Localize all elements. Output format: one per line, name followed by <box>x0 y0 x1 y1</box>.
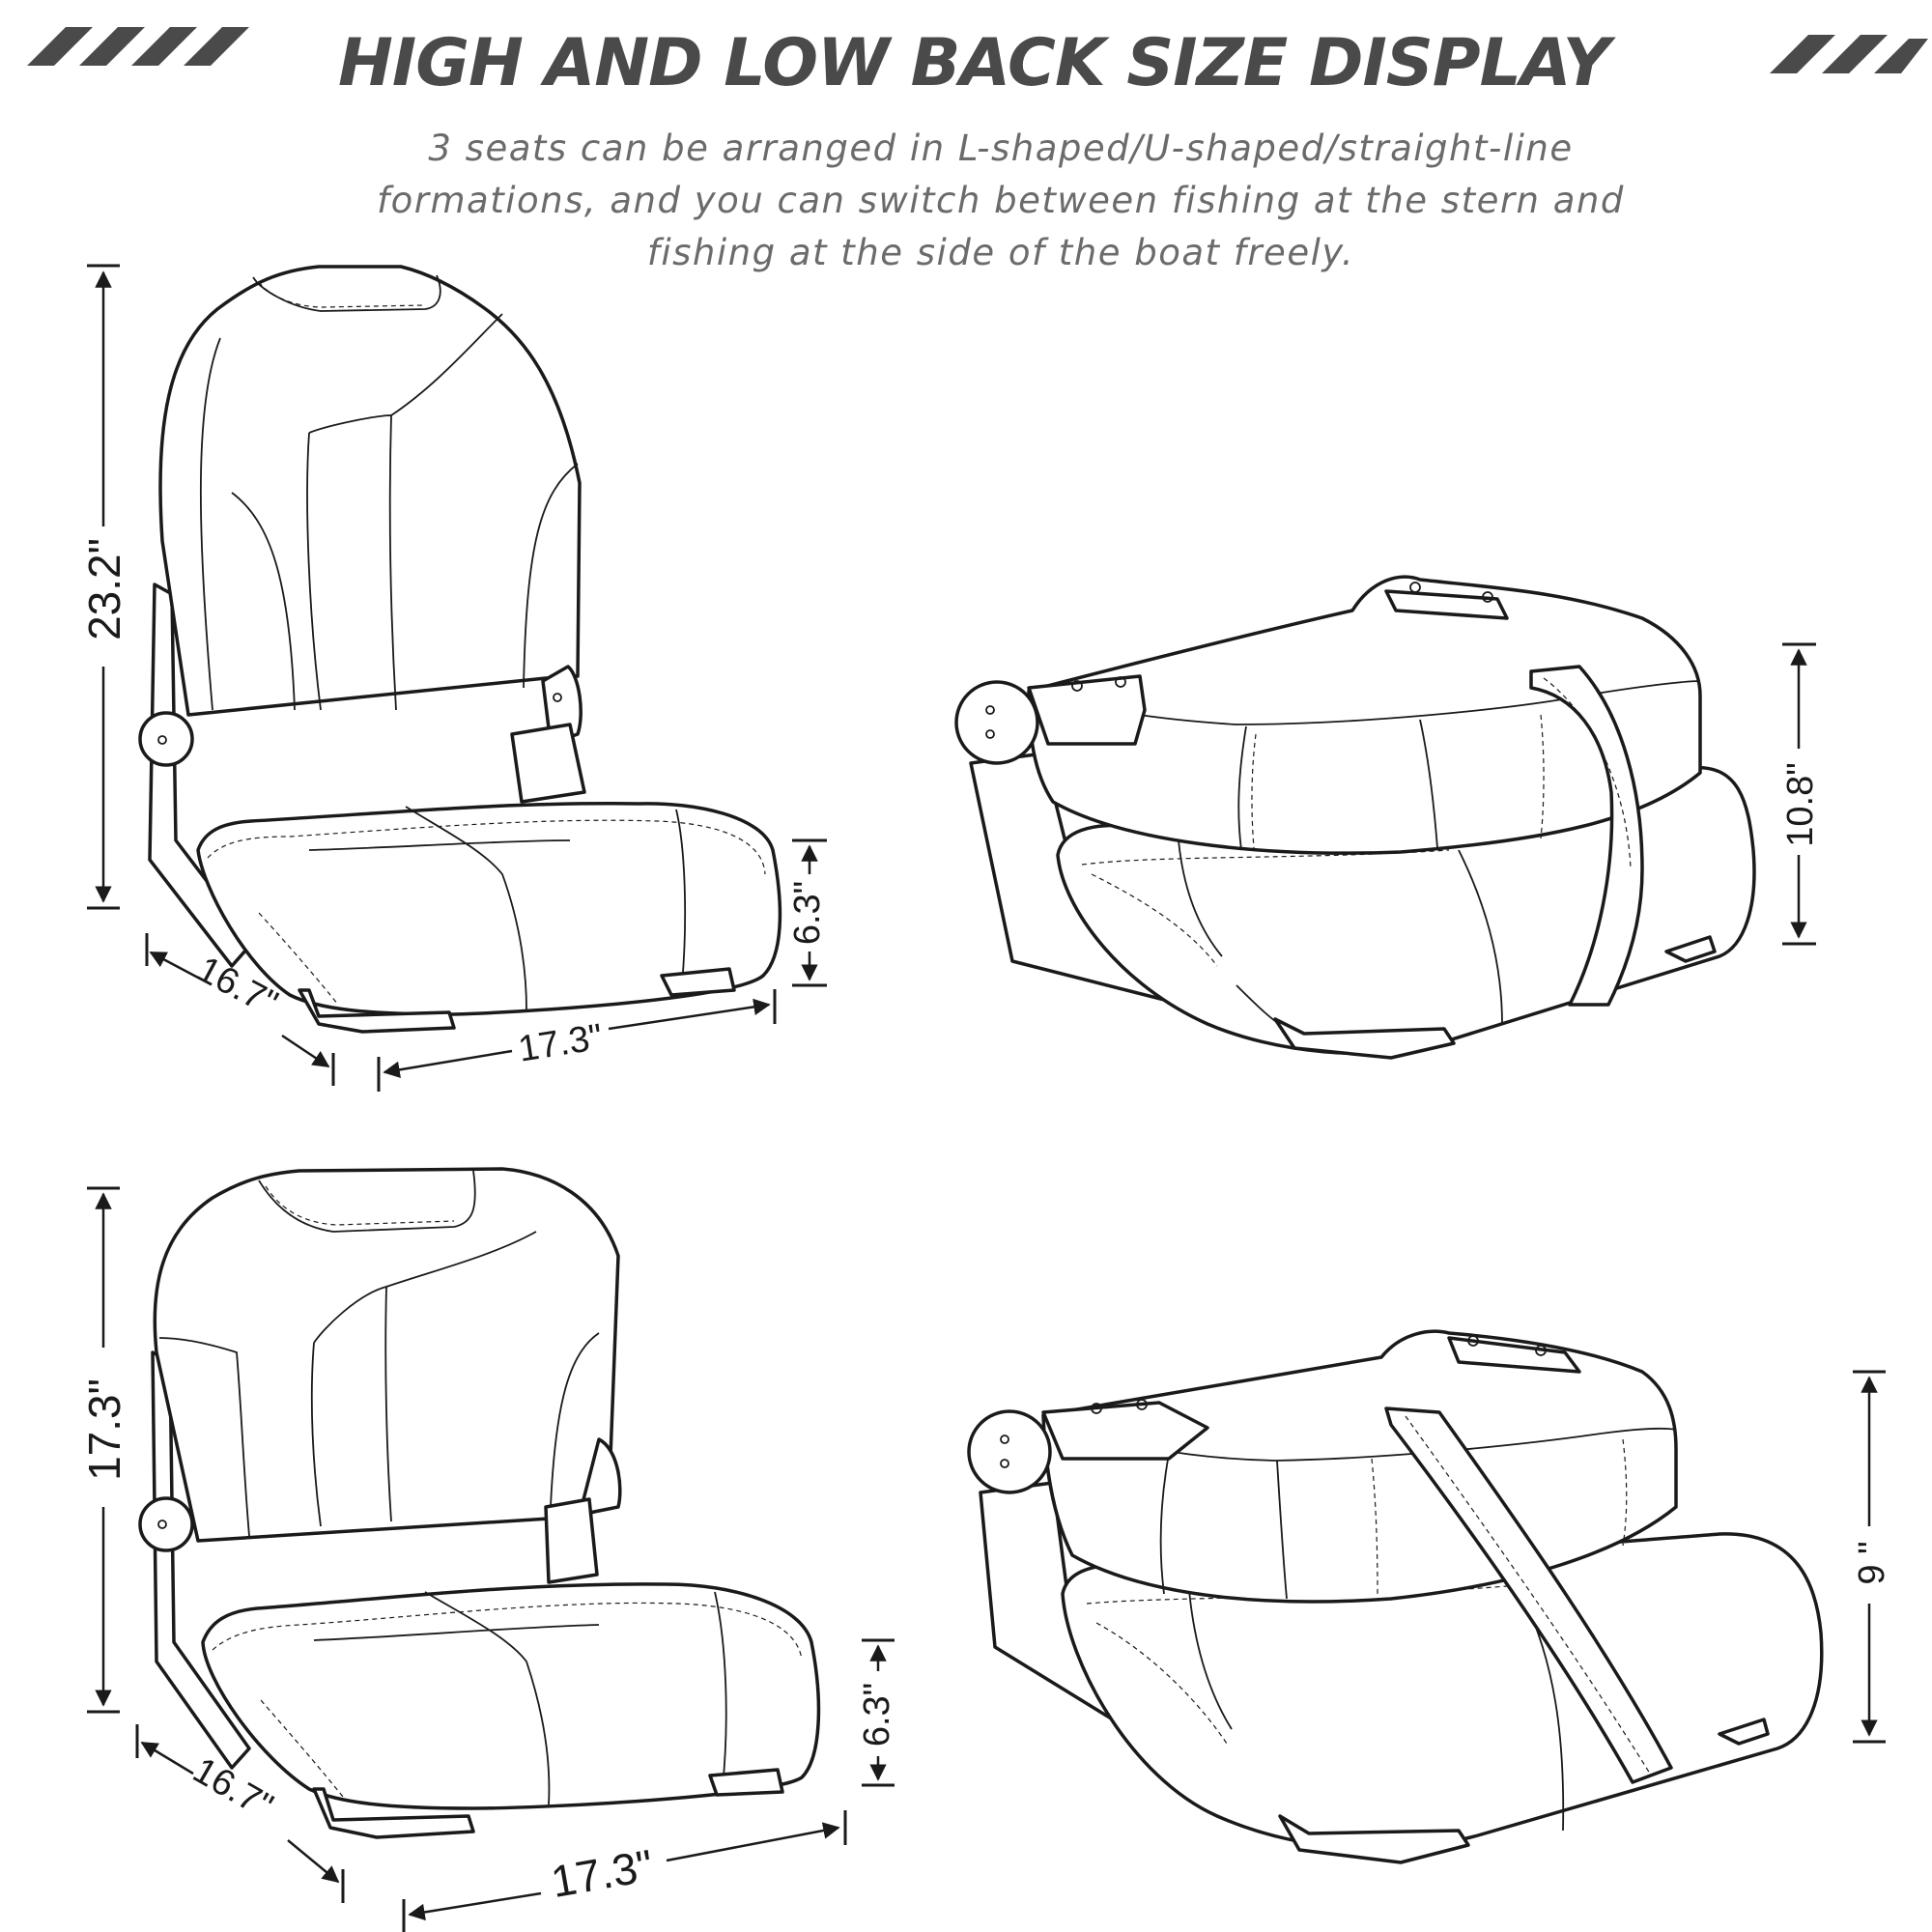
high-back-seat-drawing <box>138 265 782 1034</box>
high-back-folded-dimensions <box>1782 642 1816 946</box>
high-back-width-label: 17.3" <box>516 1017 606 1070</box>
subtitle-line-1: 3 seats can be arranged in L-shaped/U-sh… <box>428 128 1573 169</box>
high-back-seat-height-label: 6.3" <box>787 881 828 945</box>
low-back-seat-drawing <box>138 1167 821 1839</box>
decor-stripes-right <box>1770 35 1928 73</box>
high-back-dimensions <box>87 264 827 1092</box>
decor-stripes-left <box>27 27 249 66</box>
subtitle-line-2: formations, and you can switch between f… <box>377 180 1625 221</box>
low-back-height-label: 17.3" <box>79 1378 129 1481</box>
page-title: HIGH AND LOW BACK SIZE DISPLAY <box>338 25 1617 101</box>
high-back-folded-height-label: 10.8" <box>1780 762 1821 846</box>
low-back-folded-drawing <box>967 1329 1824 1864</box>
high-back-folded-drawing <box>954 575 1756 1060</box>
low-back-folded-height-label: 9 " <box>1852 1541 1892 1584</box>
subtitle-line-3: fishing at the side of the boat freely. <box>647 232 1354 273</box>
low-back-seat-height-label: 6.3" <box>857 1683 897 1747</box>
low-back-dimensions <box>87 1186 895 1932</box>
high-back-height-label: 23.2" <box>79 538 129 640</box>
low-back-folded-dimensions <box>1853 1370 1886 1744</box>
low-back-width-label: 17.3" <box>548 1839 657 1907</box>
